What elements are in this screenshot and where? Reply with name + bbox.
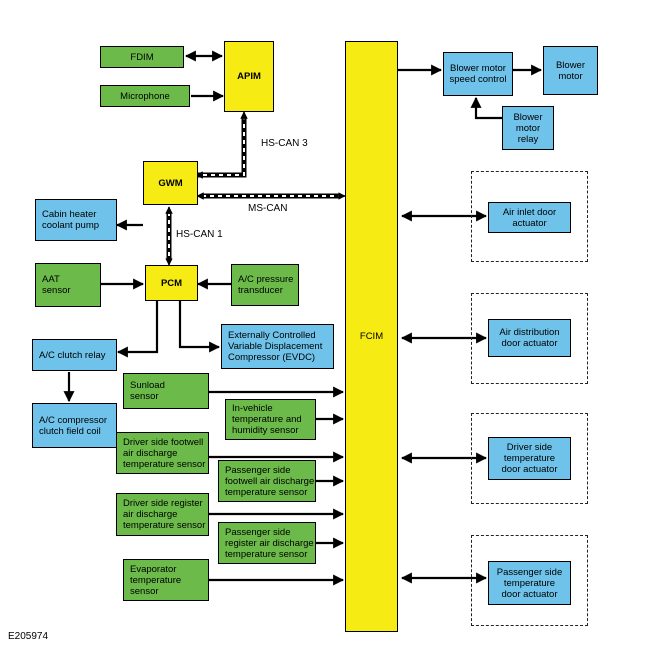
cabin-heater-pump-label: Cabin heater coolant pump bbox=[42, 209, 100, 231]
driver-temp-door-actuator: Driver side temperature door actuator bbox=[488, 437, 571, 480]
fdim-label: FDIM bbox=[130, 51, 154, 63]
passenger-footwell-sensor: Passenger side footwell air discharge te… bbox=[218, 460, 316, 502]
ac-compressor-coil-label: A/C compressor clutch field coil bbox=[39, 414, 108, 437]
air-distribution-label: Air distribution door actuator bbox=[499, 327, 560, 349]
microphone-label: Microphone bbox=[120, 90, 170, 102]
driver-temp-door-label: Driver side temperature door actuator bbox=[501, 442, 558, 475]
driver-footwell-label: Driver side footwell air discharge tempe… bbox=[123, 436, 206, 470]
blower-speed-control-label: Blower motor speed control bbox=[449, 63, 507, 85]
air-inlet-label: Air inlet door actuator bbox=[502, 206, 557, 229]
hs-can-3-label: HS-CAN 3 bbox=[261, 138, 308, 149]
gwm-module: GWM bbox=[143, 161, 198, 205]
blower-speed-control: Blower motor speed control bbox=[443, 52, 513, 96]
apim-label: APIM bbox=[237, 71, 261, 82]
driver-footwell-sensor: Driver side footwell air discharge tempe… bbox=[116, 432, 209, 474]
blower-relay-label: Blower motor relay bbox=[513, 111, 543, 145]
air-distribution-door-actuator: Air distribution door actuator bbox=[488, 319, 571, 357]
ac-pressure-label: A/C pressure transducer bbox=[238, 274, 294, 296]
sunload-sensor: Sunload sensor bbox=[123, 373, 209, 409]
figure-id: E205974 bbox=[8, 631, 49, 642]
fcim-label: FCIM bbox=[359, 331, 384, 342]
ms-can-label: MS-CAN bbox=[248, 203, 288, 214]
invehicle-temp-label: In-vehicle temperature and humidity sens… bbox=[232, 403, 302, 436]
evaporator-sensor: Evaporator temperature sensor bbox=[123, 559, 209, 601]
blower-motor-relay: Blower motor relay bbox=[502, 106, 554, 150]
apim-module: APIM bbox=[224, 41, 274, 112]
hs-can-1-label: HS-CAN 1 bbox=[176, 229, 223, 240]
passenger-footwell-label: Passenger side footwell air discharge te… bbox=[225, 464, 315, 498]
evaporator-label: Evaporator temperature sensor bbox=[130, 563, 182, 597]
microphone-module: Microphone bbox=[100, 85, 190, 107]
passenger-temp-door-label: Passenger side temperature door actuator bbox=[496, 566, 563, 600]
fdim-module: FDIM bbox=[100, 46, 184, 68]
pcm-module: PCM bbox=[145, 265, 198, 301]
ac-pressure-transducer: A/C pressure transducer bbox=[231, 264, 299, 306]
blower-motor-label: Blower motor bbox=[555, 59, 586, 82]
cabin-heater-pump: Cabin heater coolant pump bbox=[35, 199, 117, 241]
aat-sensor-label: AAT sensor bbox=[42, 274, 71, 296]
evdc-compressor: Externally Controlled Variable Displacem… bbox=[221, 324, 334, 369]
air-distribution-enclosure bbox=[471, 293, 588, 384]
hs-can-3-bus bbox=[195, 111, 248, 179]
air-inlet-enclosure bbox=[471, 171, 588, 262]
ac-compressor-clutch-coil: A/C compressor clutch field coil bbox=[32, 403, 117, 448]
invehicle-temp-sensor: In-vehicle temperature and humidity sens… bbox=[225, 399, 316, 440]
fcim-module: FCIM bbox=[345, 41, 398, 632]
passenger-temp-door-actuator: Passenger side temperature door actuator bbox=[488, 561, 571, 605]
gwm-label: GWM bbox=[158, 177, 183, 189]
passenger-temp-enclosure bbox=[471, 535, 588, 626]
ac-clutch-relay-label: A/C clutch relay bbox=[39, 349, 106, 361]
ac-clutch-relay: A/C clutch relay bbox=[32, 339, 117, 371]
driver-register-sensor: Driver side register air discharge tempe… bbox=[116, 493, 209, 536]
aat-sensor: AAT sensor bbox=[35, 263, 101, 307]
blower-motor: Blower motor bbox=[543, 46, 598, 95]
sunload-label: Sunload sensor bbox=[130, 380, 165, 402]
driver-register-label: Driver side register air discharge tempe… bbox=[123, 498, 206, 531]
driver-temp-enclosure bbox=[471, 413, 588, 504]
pcm-label: PCM bbox=[160, 277, 183, 289]
passenger-register-label: Passenger side register air discharge te… bbox=[225, 526, 314, 560]
passenger-register-sensor: Passenger side register air discharge te… bbox=[218, 522, 316, 564]
evdc-label: Externally Controlled Variable Displacem… bbox=[228, 330, 323, 363]
air-inlet-door-actuator: Air inlet door actuator bbox=[488, 202, 571, 233]
